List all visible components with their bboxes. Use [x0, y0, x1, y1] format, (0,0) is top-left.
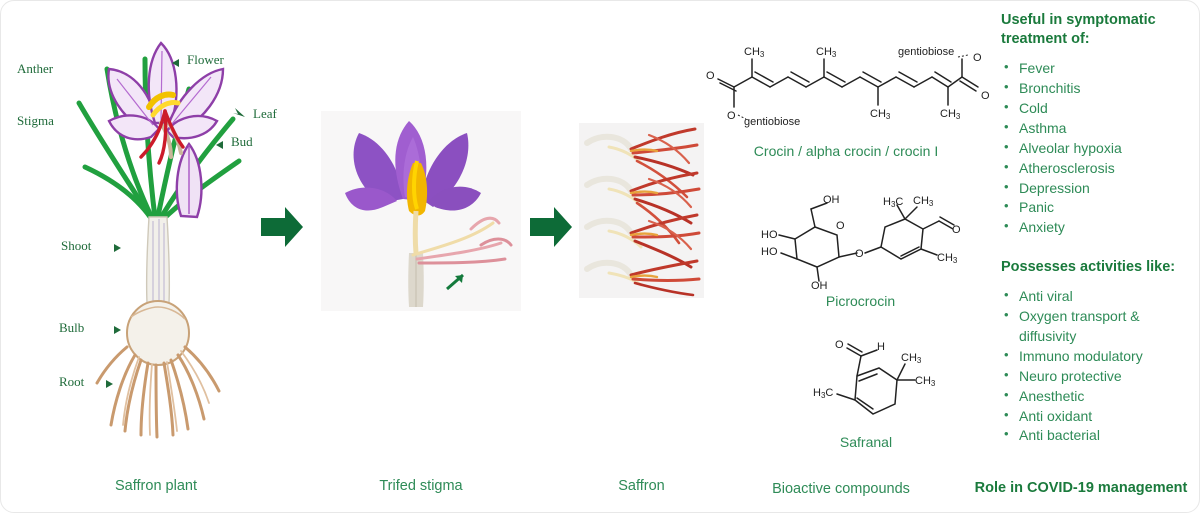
crocus-flower-photo: [321, 111, 521, 311]
crocin-svg: O O O O CH3 CH3 CH3 CH3 gentiobiose gent…: [706, 46, 990, 128]
plant-label-leaf: Leaf: [253, 106, 277, 121]
svg-text:H3C: H3C: [883, 196, 903, 209]
svg-text:CH3: CH3: [744, 46, 765, 59]
list-item: Bronchitis: [1001, 78, 1196, 99]
svg-text:CH3: CH3: [915, 375, 936, 388]
list-item: Immuno modulatory: [1001, 346, 1196, 367]
root-pointer-icon: [106, 380, 113, 388]
svg-text:OH: OH: [811, 280, 828, 291]
bulb-pointer-icon: [114, 326, 121, 334]
list-item: Asthma: [1001, 118, 1196, 139]
safranal-structure: O H H3C CH3 CH3: [801, 336, 951, 436]
list-item: Anti bacterial: [1001, 425, 1196, 446]
list-item: Cold: [1001, 98, 1196, 119]
svg-text:O: O: [835, 339, 844, 351]
svg-text:CH3: CH3: [940, 108, 961, 121]
caption-picrocrocin: Picrocrocin: [825, 293, 896, 309]
list-item: Oxygen transport & diffusivity: [1001, 306, 1196, 347]
svg-text:OH: OH: [823, 194, 840, 206]
caption-covid-role: Role in COVID-19 management: [974, 480, 1188, 496]
plant-label-bud: Bud: [231, 134, 253, 149]
svg-text:O: O: [727, 110, 736, 122]
saffron-plant-illustration: [61, 11, 251, 451]
activities-list: Anti viral Oxygen transport & diffusivit…: [1001, 286, 1196, 446]
list-item: Neuro protective: [1001, 366, 1196, 387]
stage-arrow-1-icon: [259, 205, 305, 249]
bud-pointer-icon: [216, 141, 223, 149]
plant-label-flower: Flower: [187, 52, 224, 67]
caption-safranal: Safranal: [839, 434, 893, 450]
plant-label-shoot: Shoot: [61, 238, 92, 253]
svg-text:O: O: [952, 224, 961, 236]
plant-label-anther: Anther: [17, 61, 54, 76]
crocin-structure: O O O O CH3 CH3 CH3 CH3 gentiobiose gent…: [696, 33, 996, 143]
svg-text:gentiobiose: gentiobiose: [744, 116, 800, 128]
saffron-threads-photo: [579, 123, 704, 298]
svg-text:gentiobiose: gentiobiose: [898, 46, 954, 58]
plant-label-stigma: Stigma: [17, 113, 54, 128]
plant-label-root: Root: [59, 374, 85, 389]
svg-text:CH3: CH3: [937, 252, 958, 265]
picrocrocin-svg: OH HO HO OH O O H3C CH3 CH3 O: [761, 194, 961, 291]
picrocrocin-structure: OH HO HO OH O O H3C CH3 CH3 O: [753, 191, 968, 291]
svg-text:CH3: CH3: [816, 46, 837, 59]
svg-text:O: O: [981, 90, 990, 102]
plant-drawing-svg: [76, 41, 242, 439]
svg-text:O: O: [836, 220, 845, 232]
svg-text:HO: HO: [761, 246, 778, 258]
list-item: Depression: [1001, 178, 1196, 199]
caption-saffron-plant: Saffron plant: [115, 478, 197, 494]
threads-photo-svg: [579, 123, 704, 298]
safranal-svg: O H H3C CH3 CH3: [813, 339, 936, 415]
list-item: Anesthetic: [1001, 386, 1196, 407]
svg-text:HO: HO: [761, 229, 778, 241]
svg-text:O: O: [706, 70, 715, 82]
list-item: Panic: [1001, 197, 1196, 218]
list-item: Anti viral: [1001, 286, 1196, 307]
svg-text:O: O: [855, 248, 864, 260]
shoot-pointer-icon: [114, 244, 121, 252]
leaf-pointer-icon: [231, 105, 247, 121]
list-item: Fever: [1001, 58, 1196, 79]
heading-symptomatic-treatment: Useful in symptomatic treatment of:: [1001, 12, 1156, 48]
list-item: Anti oxidant: [1001, 406, 1196, 427]
flower-photo-svg: [321, 111, 521, 311]
svg-text:CH3: CH3: [870, 108, 891, 121]
list-item: Alveolar hypoxia: [1001, 138, 1196, 159]
caption-trifed-stigma: Trifed stigma: [379, 478, 463, 494]
list-item: Atherosclerosis: [1001, 158, 1196, 179]
stage-arrow-2-icon: [528, 205, 574, 249]
caption-crocin: Crocin / alpha crocin / crocin I: [753, 143, 939, 159]
svg-text:H3C: H3C: [813, 387, 833, 400]
caption-saffron: Saffron: [618, 478, 665, 494]
covid-role-panel: Useful in symptomatic treatment of: Feve…: [1001, 11, 1196, 446]
caption-bioactive-compounds: Bioactive compounds: [772, 481, 910, 497]
plant-label-bulb: Bulb: [59, 320, 85, 335]
svg-text:H: H: [877, 341, 885, 353]
svg-text:CH3: CH3: [913, 195, 934, 208]
photo-inline-arrow-icon: [446, 273, 464, 291]
heading-possesses-activities: Possesses activities like:: [1001, 259, 1176, 276]
svg-text:O: O: [973, 52, 982, 64]
symptomatic-list: Fever Bronchitis Cold Asthma Alveolar hy…: [1001, 58, 1196, 238]
list-item: Anxiety: [1001, 217, 1196, 238]
svg-text:CH3: CH3: [901, 352, 922, 365]
flower-pointer-icon: [172, 59, 179, 67]
